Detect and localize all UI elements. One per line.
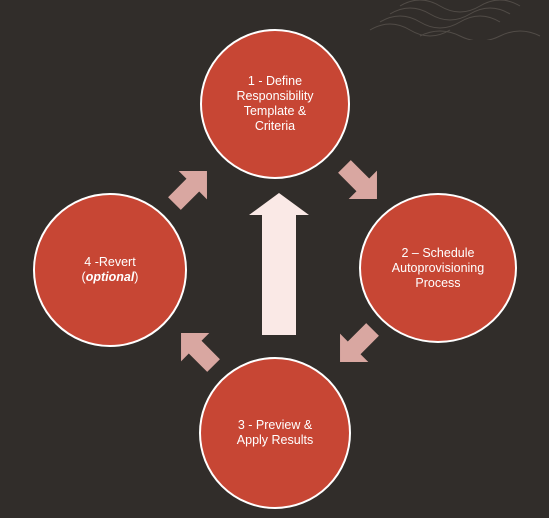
step-4-circle: 4 -Revert (optional) [33, 193, 187, 347]
arrow-step1-to-step2 [338, 160, 377, 199]
step-2-label: 2 – Schedule Autoprovisioning Process [391, 245, 485, 290]
step-2-circle: 2 – Schedule Autoprovisioning Process [359, 193, 517, 343]
step-1-circle: 1 - Define Responsibility Template & Cri… [200, 29, 350, 179]
step-4-label: 4 -Revert (optional) [74, 255, 147, 285]
step-3-circle: 3 - Preview & Apply Results [199, 357, 351, 509]
step-4-label-emphasis: optional [85, 270, 135, 284]
step-3-label: 3 - Preview & Apply Results [236, 418, 314, 447]
step-1-label: 1 - Define Responsibility Template & Cri… [236, 74, 314, 133]
arrow-step2-to-step3 [340, 323, 379, 362]
step-4-label-suffix: ) [134, 270, 139, 284]
arrow-step4-to-step1 [168, 171, 207, 210]
step-4-label-prefix: 4 -Revert ( [81, 255, 136, 284]
center-up-arrow [249, 193, 309, 335]
arrow-step3-to-step4 [181, 333, 220, 372]
decorative-texture [330, 0, 549, 40]
